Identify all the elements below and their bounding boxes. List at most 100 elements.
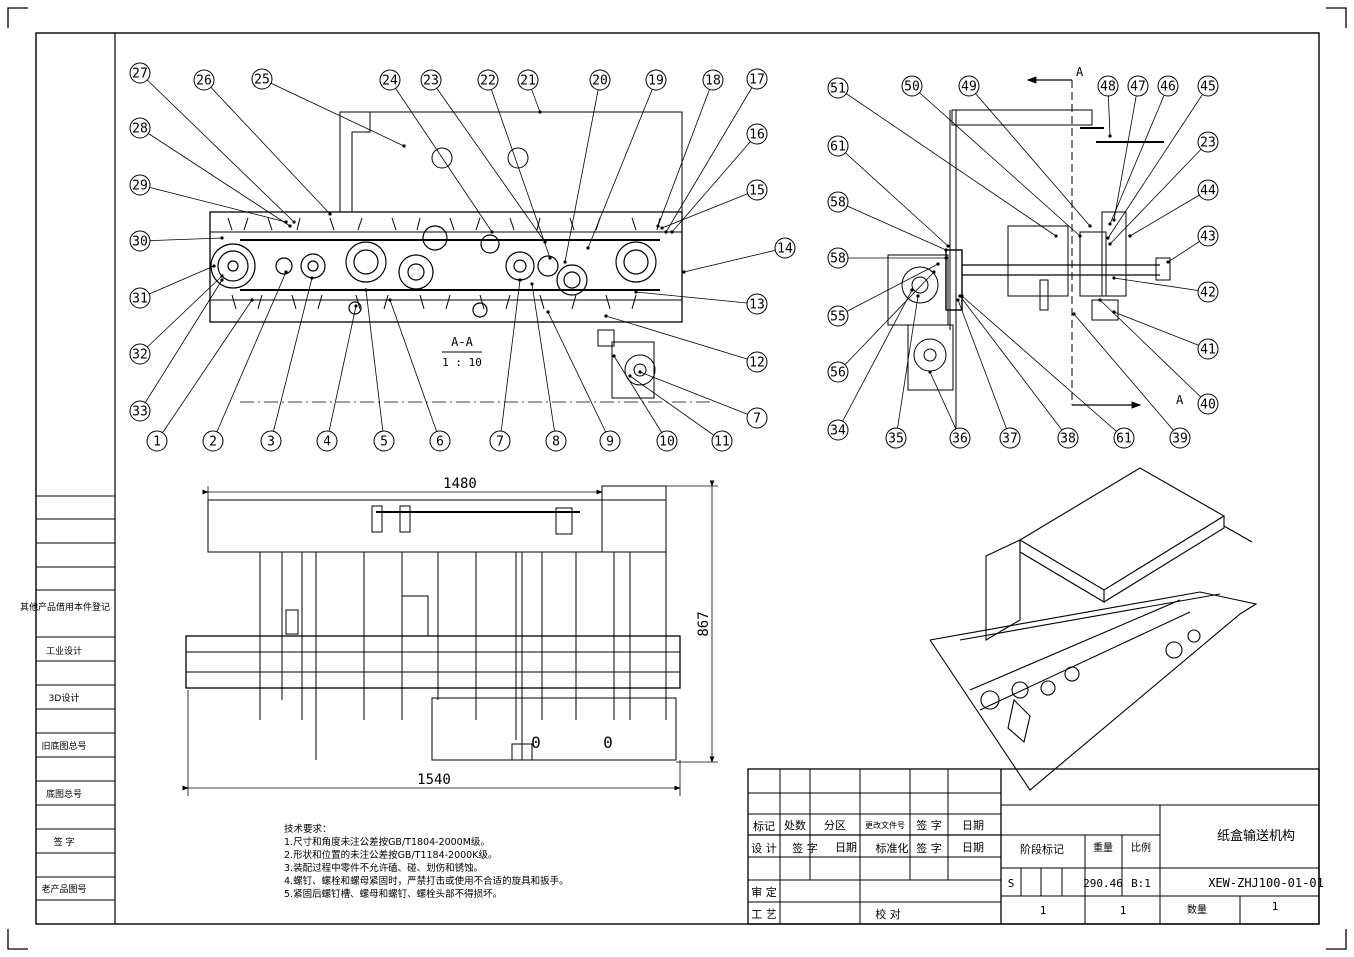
front-leader-27 (156, 299, 253, 442)
side-leader-dot-20 (932, 270, 936, 274)
tech-note-3: 3.装配过程中零件不允许磕、碰、划伤和锈蚀。 (284, 862, 483, 874)
side-leader-dot-7 (1108, 242, 1112, 246)
strip-label-old-product: 老产品图号 (41, 883, 86, 895)
side-leader-5 (1109, 85, 1169, 225)
side-balloon-14 (1113, 427, 1135, 449)
front-balloon-32 (129, 174, 151, 196)
strip-label-sign: 签 字 (54, 836, 75, 848)
side-leader-dot-3 (1108, 134, 1112, 138)
front-leader-12 (661, 189, 758, 229)
front-leader-dot-16 (638, 370, 642, 374)
front-balloon-16 (746, 407, 768, 429)
strip-label-industrial: 工业设计 (46, 645, 82, 657)
tb-date-header: 日期 (962, 819, 984, 832)
front-balloon-12 (746, 179, 768, 201)
side-balloon-15 (1057, 427, 1079, 449)
front-leader-29 (139, 275, 223, 355)
side-leader-dot-6 (1106, 236, 1110, 240)
front-leader-16 (639, 371, 758, 419)
front-balloon-label-19: 9 (606, 435, 614, 450)
side-balloon-label-7: 23 (1200, 136, 1216, 151)
front-balloon-label-14: 13 (749, 298, 765, 313)
front-balloon-17 (711, 430, 733, 452)
front-balloon-label-15: 12 (749, 356, 765, 371)
side-leader-dot-0 (1054, 234, 1058, 238)
dim-height: 867 (696, 611, 712, 636)
front-balloon-label-5: 22 (480, 74, 496, 89)
front-leader-1 (203, 79, 331, 215)
side-leader-dot-16 (956, 298, 960, 302)
frame-border (35, 32, 1320, 925)
top-plan-view (185, 485, 681, 761)
side-balloon-label-5: 46 (1160, 80, 1176, 95)
front-balloon-0 (129, 62, 151, 84)
strip-label-base: 底图总号 (46, 788, 82, 800)
side-balloon-18 (885, 427, 907, 449)
front-balloon-2 (251, 68, 273, 90)
front-balloon-label-6: 21 (520, 74, 536, 89)
side-balloon-label-0: 51 (830, 82, 846, 97)
front-leader-11 (671, 133, 758, 233)
front-leader-31 (139, 237, 223, 242)
side-balloon-23 (827, 191, 849, 213)
front-balloon-15 (746, 351, 768, 373)
side-balloon-label-19: 34 (830, 424, 846, 439)
tb-zone-header: 分区 (824, 819, 846, 832)
front-balloon-9 (702, 69, 724, 91)
side-leader-dot-23 (944, 248, 948, 252)
side-leader-dot-15 (958, 294, 962, 298)
side-balloon-4 (1127, 75, 1149, 97)
side-leader-dot-13 (1072, 312, 1076, 316)
front-balloon-14 (746, 293, 768, 315)
front-leader-28 (139, 279, 223, 412)
front-balloon-label-31: 30 (132, 235, 148, 250)
front-leader-dot-28 (220, 278, 224, 282)
side-balloon-2 (958, 75, 980, 97)
front-balloon-10 (746, 68, 768, 90)
side-leader-dot-19 (910, 288, 914, 292)
tech-note-5: 5.紧固后螺钉槽、螺母和螺钉、螺栓头部不得损坏。 (284, 888, 502, 900)
side-balloon-label-10: 42 (1200, 286, 1216, 301)
tech-notes-title: 技术要求： (284, 823, 332, 835)
front-leader-21 (499, 279, 521, 442)
front-leader-dot-19 (546, 310, 550, 314)
side-balloon-21 (827, 305, 849, 327)
front-balloon-label-2: 25 (254, 73, 270, 88)
tech-note-2: 2.形状和位置的未注公差按GB/T1184-2000K级。 (284, 849, 497, 861)
front-balloon-label-23: 5 (380, 435, 388, 450)
side-balloon-17 (949, 427, 971, 449)
front-balloon-26 (202, 430, 224, 452)
front-leader-dot-6 (538, 110, 542, 114)
front-balloon-21 (489, 430, 511, 452)
front-balloon-label-0: 27 (132, 67, 148, 82)
front-leader-dot-5 (548, 256, 552, 260)
side-balloon-label-3: 48 (1100, 80, 1116, 95)
side-balloon-label-17: 36 (952, 432, 968, 447)
front-leader-5 (487, 79, 551, 259)
front-leader-32 (139, 184, 287, 223)
front-balloon-label-30: 31 (132, 292, 148, 307)
strip-label-borrow: 其他产品借用本件登记 (20, 601, 110, 613)
front-leader-dot-14 (634, 290, 638, 294)
tb-weight-value: 290.46 (1083, 877, 1123, 890)
side-leader-dot-12 (1098, 298, 1102, 302)
side-leader-dot-2 (1088, 224, 1092, 228)
side-leader-dot-10 (1112, 276, 1116, 280)
front-leader-4 (430, 79, 546, 243)
strip-label-old-base: 旧底图总号 (41, 740, 86, 752)
section-scale: 1 : 10 (442, 356, 482, 369)
side-balloon-9 (1197, 225, 1219, 247)
front-leader-18 (613, 355, 668, 442)
front-balloon-label-27: 1 (153, 435, 161, 450)
front-balloon-13 (774, 237, 796, 259)
side-balloon-label-14: 61 (1116, 432, 1132, 447)
front-balloon-label-32: 29 (132, 179, 148, 194)
side-leader-dot-5 (1108, 222, 1112, 226)
dimension-lines (182, 480, 718, 796)
tech-note-1: 1.尺寸和角度未注公差按GB/T1804-2000M级。 (284, 836, 490, 848)
side-leader-16 (957, 299, 1011, 439)
side-leader-0 (837, 87, 1057, 237)
